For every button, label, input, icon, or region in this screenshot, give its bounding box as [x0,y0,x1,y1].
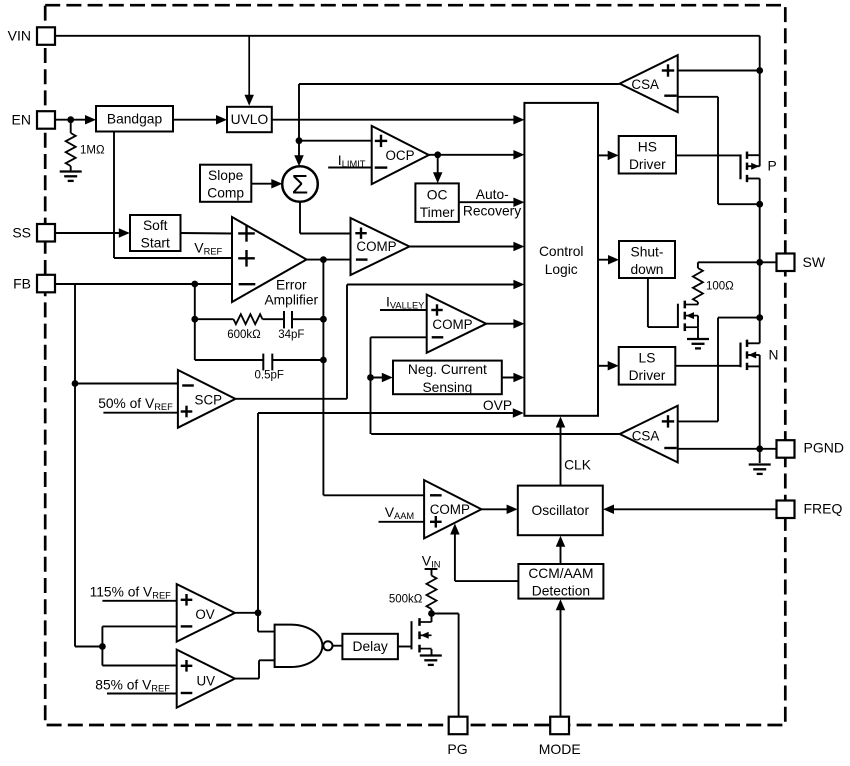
svg-text:Auto-: Auto- [476,187,509,202]
svg-text:UVLO: UVLO [231,112,269,127]
svg-text:Slope: Slope [208,168,244,183]
svg-text:LS: LS [639,351,656,366]
svg-text:COMP: COMP [432,317,472,332]
svg-text:Delay: Delay [353,639,388,654]
svg-text:PGND: PGND [804,440,844,456]
svg-text:Soft: Soft [143,218,168,233]
svg-text:Detection: Detection [532,584,590,599]
svg-text:115% of VREF: 115% of VREF [90,584,172,600]
svg-text:600kΩ: 600kΩ [227,329,261,341]
svg-text:UV: UV [196,674,215,689]
svg-text:SCP: SCP [195,392,223,407]
svg-text:34pF: 34pF [278,329,304,341]
svg-text:FB: FB [13,275,31,291]
svg-text:N: N [769,348,779,363]
svg-text:Control: Control [539,244,583,259]
svg-text:Oscillator: Oscillator [532,503,590,518]
svg-text:Error: Error [276,278,307,293]
svg-text:OCP: OCP [385,148,414,163]
svg-text:Recovery: Recovery [463,204,521,219]
svg-text:CCM/AAM: CCM/AAM [528,566,593,581]
svg-text:P: P [768,159,777,174]
svg-text:Σ: Σ [292,170,309,200]
svg-text:Start: Start [141,235,170,250]
svg-text:Neg. Current: Neg. Current [408,362,487,377]
svg-text:1MΩ: 1MΩ [80,145,105,157]
svg-text:CLK: CLK [564,458,592,473]
svg-text:COMP: COMP [356,239,396,254]
svg-text:Logic: Logic [545,262,578,277]
svg-text:OVP: OVP [483,398,512,413]
svg-text:Shut-: Shut- [631,244,664,259]
svg-text:0.5pF: 0.5pF [254,369,283,381]
svg-text:Driver: Driver [629,368,666,383]
svg-text:HS: HS [638,140,657,155]
svg-text:Driver: Driver [629,157,666,172]
svg-text:Bandgap: Bandgap [107,111,163,126]
svg-text:SS: SS [12,224,31,240]
svg-text:PG: PG [447,741,467,757]
svg-text:OC: OC [427,187,448,202]
svg-text:OV: OV [195,607,214,622]
svg-text:Comp: Comp [207,186,244,201]
svg-text:CSA: CSA [631,77,659,92]
svg-text:FREQ: FREQ [804,500,843,516]
svg-text:500kΩ: 500kΩ [389,594,423,606]
svg-text:Timer: Timer [420,205,455,220]
svg-text:CSA: CSA [632,429,660,444]
svg-text:100Ω: 100Ω [706,281,734,293]
svg-text:Sensing: Sensing [422,380,472,395]
svg-text:SW: SW [803,254,826,270]
svg-text:down: down [631,262,664,277]
svg-text:MODE: MODE [539,741,581,757]
svg-text:EN: EN [12,112,31,128]
svg-text:VIN: VIN [8,27,31,43]
svg-text:Amplifier: Amplifier [264,293,318,308]
svg-text:COMP: COMP [430,502,470,517]
